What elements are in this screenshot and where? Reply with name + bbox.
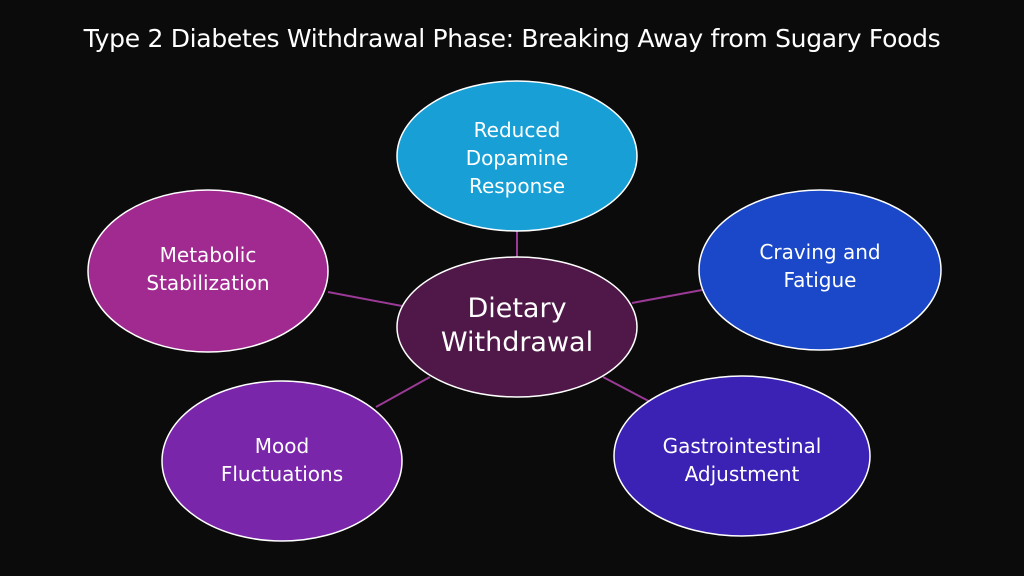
label-line: Fatigue: [783, 268, 857, 292]
label-line: Mood: [254, 434, 310, 458]
node-mood-fluctuations: [161, 380, 403, 542]
label-line: Dopamine: [465, 146, 569, 170]
label-line: Reduced: [473, 118, 561, 142]
label-line: Stabilization: [146, 271, 270, 295]
label-line: Fluctuations: [220, 462, 344, 486]
label-line: Response: [468, 174, 566, 198]
connector-right: [631, 289, 703, 304]
label-line: Withdrawal: [440, 327, 594, 358]
label-line: Craving and: [759, 240, 881, 264]
label-line: Adjustment: [684, 462, 800, 486]
connector-left: [327, 291, 403, 307]
node-metabolic-stabilization: [87, 189, 329, 353]
node-craving-and-fatigue: [698, 189, 942, 351]
node-gastrointestinal-adjustment: [613, 375, 871, 537]
label-line: Metabolic: [159, 243, 257, 267]
diagram-title: Type 2 Diabetes Withdrawal Phase: Breaki…: [83, 24, 941, 53]
node-dietary-withdrawal: [396, 256, 638, 398]
label-line: Gastrointestinal: [662, 434, 822, 458]
label-line: Dietary: [467, 293, 567, 324]
node-reduced-dopamine-response: [396, 80, 638, 232]
connector-bottom-left: [375, 376, 431, 408]
